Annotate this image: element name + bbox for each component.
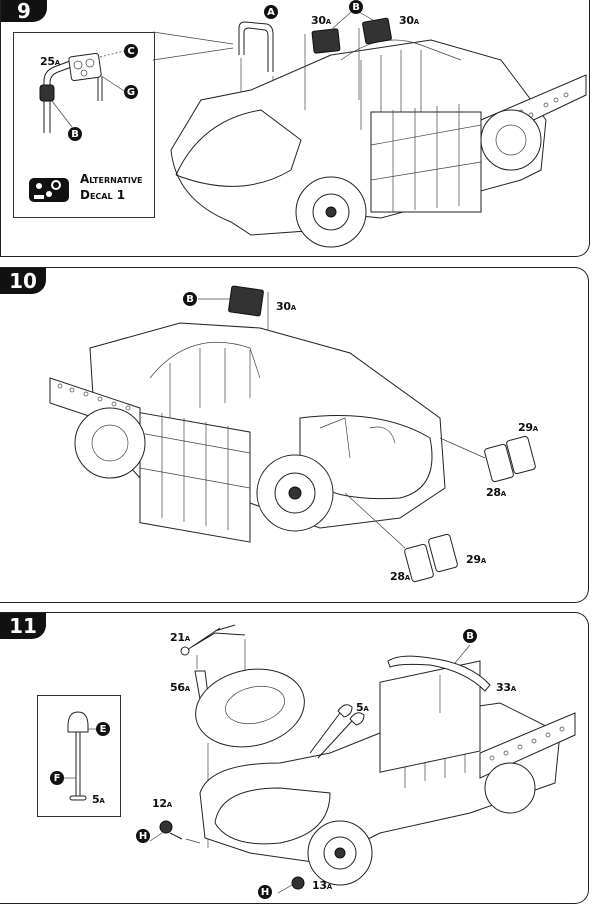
- part-label-28a: 28A: [486, 486, 506, 499]
- part-label-21a: 21A: [170, 631, 190, 644]
- callout-b: B: [68, 127, 82, 141]
- step-number: 10: [9, 269, 37, 293]
- part-label-33a: 33A: [496, 681, 516, 694]
- part-label-12a: 12A: [152, 797, 172, 810]
- part-label-29a: 29A: [466, 553, 486, 566]
- alternative-decal-note: Alternative Decal 1: [80, 172, 143, 202]
- step-number: 11: [9, 614, 37, 638]
- step-10-vehicle-illustration: [49, 285, 536, 583]
- part-label-25a: 25A: [40, 55, 60, 68]
- callout-a: A: [264, 5, 278, 19]
- part-label-30a: 30A: [276, 300, 296, 313]
- dashboard-part-illustration: [29, 50, 125, 202]
- callout-b: B: [463, 629, 477, 643]
- step-9-panel: 9 25A C G B Alternative Decal 1: [0, 0, 590, 257]
- part-label-30a: 30A: [399, 14, 419, 27]
- part-label-30a: 30A: [311, 14, 331, 27]
- callout-b: B: [349, 0, 363, 14]
- detail-inset: E F 5A: [37, 695, 121, 817]
- callout-e: E: [96, 722, 110, 736]
- step-9-vehicle-illustration: [152, 11, 587, 248]
- part-label-29a: 29A: [518, 421, 538, 434]
- part-label-13a: 13A: [312, 879, 332, 892]
- callout-h: H: [136, 829, 150, 843]
- step-11-panel: 11 E F 5A: [0, 612, 589, 904]
- detail-inset: 25A C G B Alternative Decal 1: [13, 32, 155, 218]
- callout-f: F: [50, 771, 64, 785]
- part-label-56a: 56A: [170, 681, 190, 694]
- shovel-part-illustration: [62, 711, 96, 801]
- callout-c: C: [124, 44, 138, 58]
- part-label-5a: 5A: [356, 701, 369, 714]
- callout-h: H: [258, 885, 272, 899]
- part-label-5a: 5A: [92, 793, 105, 806]
- step-number-badge: 10: [0, 268, 46, 294]
- step-number-badge: 9: [1, 0, 47, 23]
- step-number-badge: 11: [0, 613, 46, 639]
- step-11-vehicle-illustration: [149, 624, 576, 894]
- callout-g: G: [124, 85, 138, 99]
- part-label-28a: 28A: [390, 570, 410, 583]
- step-number: 9: [17, 0, 31, 23]
- callout-b: B: [183, 292, 197, 306]
- step-10-panel: 10 B 30A 29A 28A 29A 28A: [0, 267, 589, 603]
